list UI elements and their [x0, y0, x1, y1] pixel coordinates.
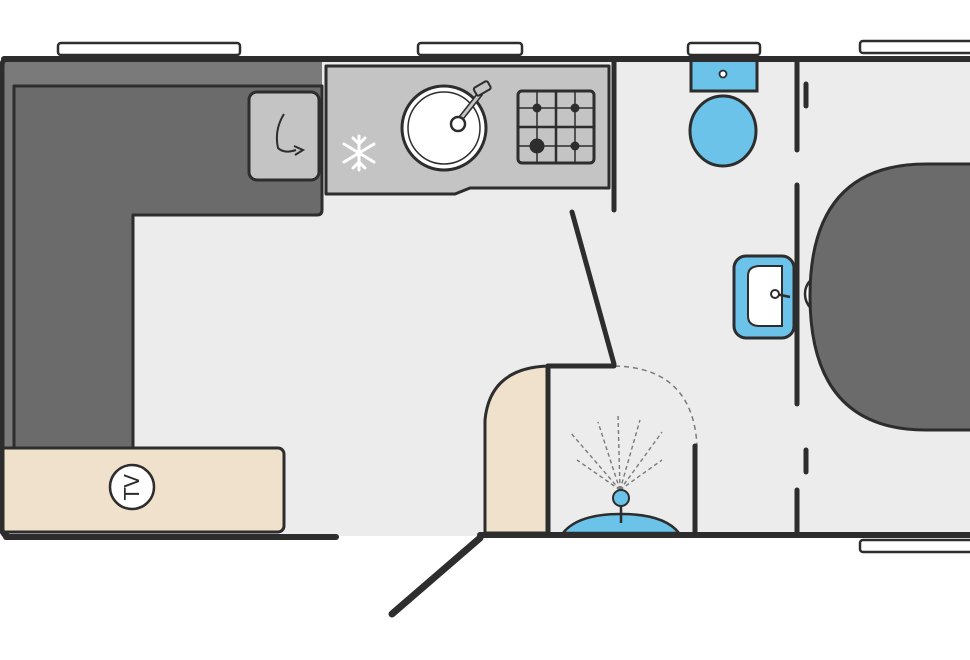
tv-circle	[108, 463, 156, 511]
walls	[0, 56, 970, 540]
shower-icon	[560, 413, 682, 535]
window-top-middle	[416, 41, 524, 57]
window-top-bathroom	[686, 41, 762, 57]
seat-cushion	[12, 84, 324, 452]
entrance-door-icon[interactable]	[388, 534, 484, 618]
lounge-seating	[4, 60, 324, 452]
wall-diagonal	[569, 209, 617, 367]
oven-arrow-icon	[293, 145, 306, 156]
window-top-left	[56, 41, 242, 57]
kitchen-sink-icon	[400, 80, 492, 172]
washroom-cabinet	[483, 364, 550, 535]
bed	[808, 162, 970, 432]
window-top-right	[858, 39, 970, 55]
tv-label: TV	[120, 474, 144, 501]
seat-back-left	[4, 60, 14, 450]
seat-back-top	[4, 60, 322, 86]
toilet-icon	[688, 56, 759, 168]
tv-marker-lounge: TV	[108, 463, 156, 511]
shower-door-swing	[614, 365, 698, 447]
hob-icon	[516, 89, 596, 165]
top-windows	[56, 39, 970, 57]
washbasin-icon	[732, 254, 796, 340]
oven-icon	[275, 113, 297, 153]
fridge-snowflake-icon	[342, 134, 376, 172]
oven-cabinet	[247, 90, 321, 182]
window-bottom-right	[858, 538, 970, 554]
